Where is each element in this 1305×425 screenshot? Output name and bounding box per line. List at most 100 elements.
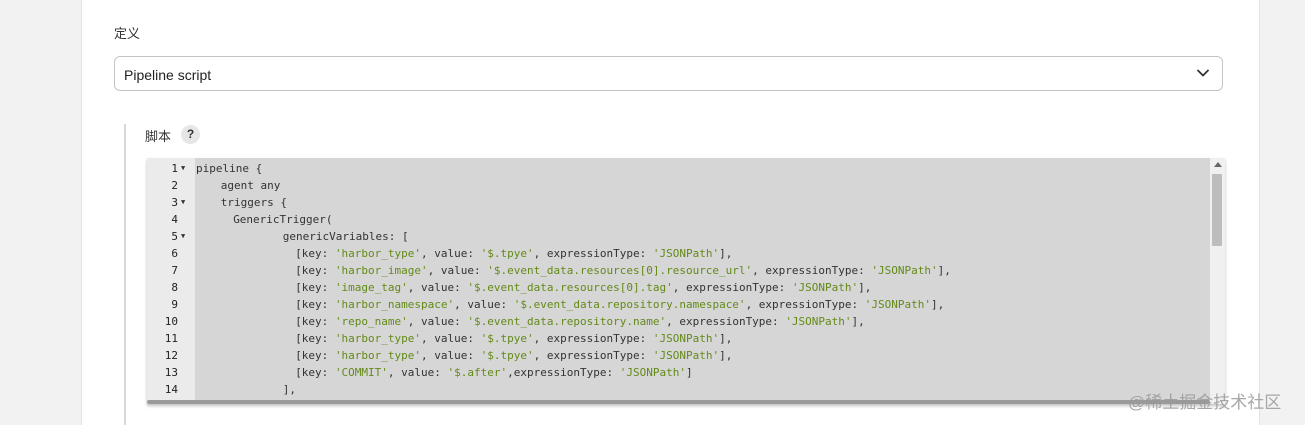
line-number: 13 bbox=[164, 366, 178, 379]
code-line: 8 [key: 'image_tag', value: '$.event_data… bbox=[147, 279, 1210, 296]
fold-arrow-icon[interactable]: ▼ bbox=[181, 164, 186, 172]
editor-horizontal-scrollbar[interactable] bbox=[147, 400, 1210, 404]
code-token: ], bbox=[719, 332, 733, 345]
code-token: , expressionType: bbox=[752, 264, 872, 277]
string-token: 'harbor_type' bbox=[334, 247, 422, 260]
string-token: 'image_tag' bbox=[334, 281, 408, 294]
code-token: , value: bbox=[421, 247, 481, 260]
code-line: 1▼ pipeline { bbox=[147, 160, 1210, 177]
line-number: 2 bbox=[171, 179, 178, 192]
code-text: genericVariables: [ bbox=[283, 228, 409, 245]
string-token: '$.event_data.repository.namespace' bbox=[513, 298, 746, 311]
code-token: [key: bbox=[295, 349, 335, 362]
code-line: 7 [key: 'harbor_image', value: '$.event_d… bbox=[147, 262, 1210, 279]
string-token: '$.tpye' bbox=[480, 349, 534, 362]
code-line: 6[key: 'harbor_type', value: '$.tpye', e… bbox=[147, 245, 1210, 262]
line-number: 9 bbox=[171, 298, 178, 311]
line-number: 5 bbox=[171, 230, 178, 243]
definition-label: 定义 bbox=[114, 26, 141, 41]
string-token: '$.event_data.resources[0].tag' bbox=[467, 281, 673, 294]
string-token: 'JSONPath' bbox=[652, 247, 720, 260]
code-token: [key: bbox=[295, 281, 335, 294]
line-number: 1 bbox=[171, 162, 178, 175]
code-token: triggers { bbox=[220, 196, 288, 209]
string-token: 'repo_name' bbox=[334, 315, 408, 328]
code-line: 3▼ triggers { bbox=[147, 194, 1210, 211]
code-token: , expressionType: bbox=[533, 247, 653, 260]
code-token: ], bbox=[719, 247, 733, 260]
code-line: 2 agent any bbox=[147, 177, 1210, 194]
string-token: 'harbor_namespace' bbox=[334, 298, 455, 311]
code-token: ], bbox=[931, 298, 945, 311]
code-token: , expressionType: bbox=[672, 281, 792, 294]
code-token: [key: bbox=[295, 264, 335, 277]
editor-code-area[interactable] bbox=[195, 158, 1210, 404]
code-token: , value: bbox=[427, 264, 488, 277]
code-token: , value: bbox=[421, 349, 481, 362]
code-token: ], bbox=[719, 349, 733, 362]
fold-arrow-icon[interactable]: ▼ bbox=[181, 232, 186, 240]
line-number: 12 bbox=[164, 349, 178, 362]
code-token: ], bbox=[858, 281, 872, 294]
code-token: , expressionType: bbox=[533, 349, 653, 362]
line-number: 10 bbox=[164, 315, 178, 328]
code-token: genericVariables: [ bbox=[282, 230, 409, 243]
line-number: 11 bbox=[164, 332, 178, 345]
code-text: [key: 'harbor_image', value: '$.event_da… bbox=[295, 262, 951, 279]
string-token: '$.event_data.repository.name' bbox=[467, 315, 667, 328]
string-token: 'COMMIT' bbox=[334, 366, 388, 379]
code-text: [key: 'repo_name', value: '$.event_data.… bbox=[295, 313, 865, 330]
code-token: , value: bbox=[387, 366, 448, 379]
code-token: pipeline { bbox=[196, 162, 263, 175]
scroll-up-arrow-icon[interactable] bbox=[1214, 162, 1222, 167]
string-token: 'harbor_type' bbox=[334, 332, 422, 345]
code-token: [key: bbox=[295, 332, 335, 345]
definition-select[interactable]: Pipeline script bbox=[114, 56, 1223, 91]
code-token: GenericTrigger( bbox=[233, 213, 333, 226]
line-number: 6 bbox=[171, 247, 178, 260]
code-text: [key: 'harbor_namespace', value: '$.even… bbox=[295, 296, 944, 313]
code-text: [key: 'harbor_type', value: '$.tpye', ex… bbox=[295, 347, 732, 364]
line-number: 7 bbox=[171, 264, 178, 277]
script-section-bar bbox=[124, 124, 126, 425]
scrollbar-thumb[interactable] bbox=[1212, 174, 1222, 246]
string-token: '$.event_data.resources[0].resource_url' bbox=[487, 264, 753, 277]
code-token: , value: bbox=[407, 315, 468, 328]
code-token: ,expressionType: bbox=[507, 366, 620, 379]
code-token: ], bbox=[282, 383, 297, 396]
code-line: 10 [key: 'repo_name', value: '$.event_dat… bbox=[147, 313, 1210, 330]
string-token: 'JSONPath' bbox=[785, 315, 852, 328]
code-token: [key: bbox=[295, 366, 335, 379]
code-token: ] bbox=[685, 366, 693, 379]
code-token: , expressionType: bbox=[666, 315, 786, 328]
code-token: , expressionType: bbox=[533, 332, 653, 345]
code-line: 11[key: 'harbor_type', value: '$.tpye', … bbox=[147, 330, 1210, 347]
code-text: ], bbox=[283, 381, 296, 398]
definition-select-value: Pipeline script bbox=[124, 67, 212, 83]
string-token: '$.after' bbox=[447, 366, 508, 379]
string-token: 'harbor_type' bbox=[334, 349, 422, 362]
editor-vertical-scrollbar[interactable] bbox=[1210, 158, 1225, 404]
code-text: agent any bbox=[221, 177, 281, 194]
line-number: 3 bbox=[171, 196, 178, 209]
fold-arrow-icon[interactable]: ▼ bbox=[181, 198, 186, 206]
code-line: 9 [key: 'harbor_namespace', value: '$.eve… bbox=[147, 296, 1210, 313]
code-text: pipeline { bbox=[196, 160, 262, 177]
string-token: 'JSONPath' bbox=[652, 332, 720, 345]
code-token: , value: bbox=[454, 298, 514, 311]
line-number: 8 bbox=[171, 281, 178, 294]
help-icon[interactable]: ? bbox=[181, 125, 200, 144]
code-token: , value: bbox=[421, 332, 481, 345]
code-text: [key: 'COMMIT', value: '$.after',express… bbox=[295, 364, 692, 381]
string-token: 'JSONPath' bbox=[864, 298, 932, 311]
string-token: 'JSONPath' bbox=[791, 281, 859, 294]
code-token: , expressionType: bbox=[745, 298, 865, 311]
string-token: 'harbor_image' bbox=[334, 264, 428, 277]
code-text: [key: 'image_tag', value: '$.event_data.… bbox=[295, 279, 871, 296]
string-token: '$.tpye' bbox=[480, 247, 534, 260]
watermark: @稀土掘金技术社区 bbox=[1128, 393, 1282, 412]
line-number: 4 bbox=[171, 213, 178, 226]
code-token: , value: bbox=[407, 281, 468, 294]
code-line: 12 [key: 'harbor_type', value: '$.tpye', … bbox=[147, 347, 1210, 364]
